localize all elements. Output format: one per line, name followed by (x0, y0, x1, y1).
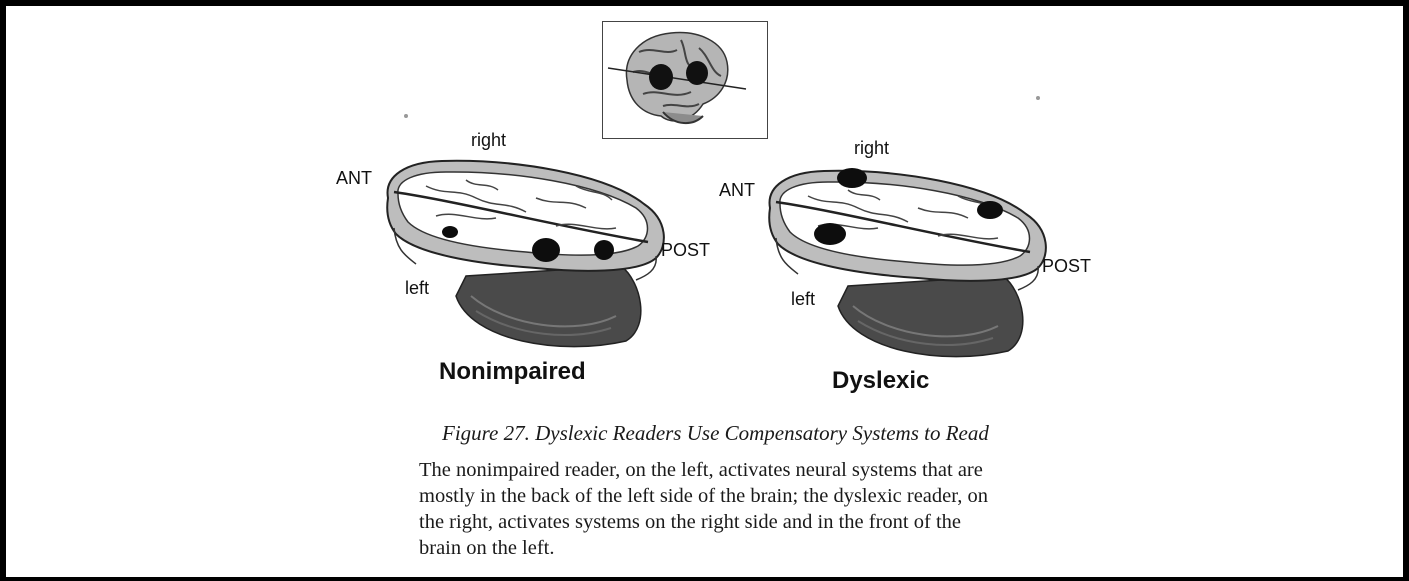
nonimpaired-title: Nonimpaired (439, 358, 586, 386)
figure-caption: Figure 27. Dyslexic Readers Use Compensa… (442, 421, 989, 446)
description-line: brain on the left. (419, 535, 1009, 561)
nonimpaired-right-label: right (471, 130, 506, 151)
nonimpaired-ant-label: ANT (336, 168, 372, 189)
nonimpaired-brain-image (376, 146, 686, 356)
scan-speck (404, 114, 408, 118)
dyslexic-post-label: POST (1042, 256, 1091, 277)
nonimpaired-left-label: left (405, 278, 429, 299)
dyslexic-left-label: left (791, 289, 815, 310)
brain-inset (602, 21, 768, 139)
dyslexic-title: Dyslexic (832, 367, 929, 395)
nonimpaired-post-label: POST (661, 240, 710, 261)
description-line: mostly in the back of the left side of t… (419, 483, 1009, 509)
description-line: The nonimpaired reader, on the left, act… (419, 457, 1009, 483)
description-line: the right, activates systems on the righ… (419, 509, 1009, 535)
dyslexic-right-label: right (854, 138, 889, 159)
dyslexic-ant-label: ANT (719, 180, 755, 201)
scan-speck (1036, 96, 1040, 100)
figure-description: The nonimpaired reader, on the left, act… (419, 457, 1009, 561)
dyslexic-brain-image (758, 156, 1068, 366)
brain-lateral-view-icon (603, 22, 766, 137)
